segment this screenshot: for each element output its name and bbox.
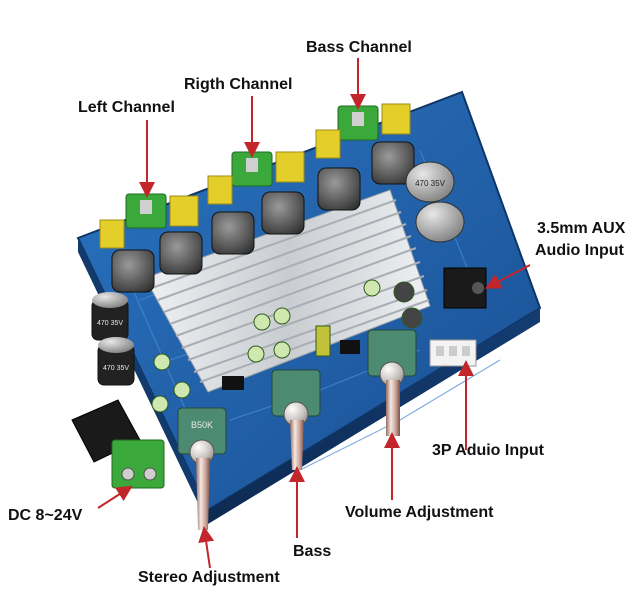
- ic-chips: [222, 340, 360, 390]
- pot-stereo: B50K: [177, 407, 227, 530]
- pot-bass: [271, 369, 321, 470]
- aux-input-label-line1: 3.5mm AUX: [537, 220, 626, 237]
- bass-channel-terminal: [315, 103, 411, 159]
- three-pin-connector: [429, 339, 477, 367]
- bass-label: Bass: [293, 543, 332, 560]
- callout-arrows: [97, 58, 531, 569]
- cap-left-1-marking: 470 35V: [97, 320, 123, 327]
- right-channel-terminal: [207, 151, 305, 205]
- inductors: [111, 141, 415, 293]
- pot-marking: B50K: [191, 420, 213, 430]
- volume-adjustment-label: Volume Adjustment: [345, 504, 494, 521]
- cap-top-marking: 470 35V: [415, 179, 445, 188]
- three-pin-input-label: 3P Aduio Input: [432, 442, 544, 459]
- aux-jack: [443, 267, 487, 309]
- arrow-aux-input: [484, 264, 531, 289]
- small-capacitors: [151, 279, 423, 413]
- aux-input-label-line2: Audio Input: [535, 242, 624, 259]
- bass-channel-label: Bass Channel: [306, 39, 412, 56]
- capacitors-left: 470 35V 470 35V: [91, 292, 135, 386]
- arrow-dc-power: [97, 485, 133, 509]
- left-channel-terminal: [99, 193, 199, 249]
- dc-jack: [71, 399, 165, 489]
- left-channel-label: Left Channel: [78, 99, 175, 116]
- stereo-adjustment-label: Stereo Adjustment: [138, 569, 280, 586]
- cap-left-2-marking: 470 35V: [103, 365, 129, 372]
- pot-volume: [367, 329, 417, 436]
- arrow-stereo: [198, 526, 215, 569]
- right-channel-label: Rigth Channel: [184, 76, 293, 93]
- dc-power-label: DC 8~24V: [8, 507, 83, 524]
- capacitor-top: 470 35V: [405, 161, 465, 243]
